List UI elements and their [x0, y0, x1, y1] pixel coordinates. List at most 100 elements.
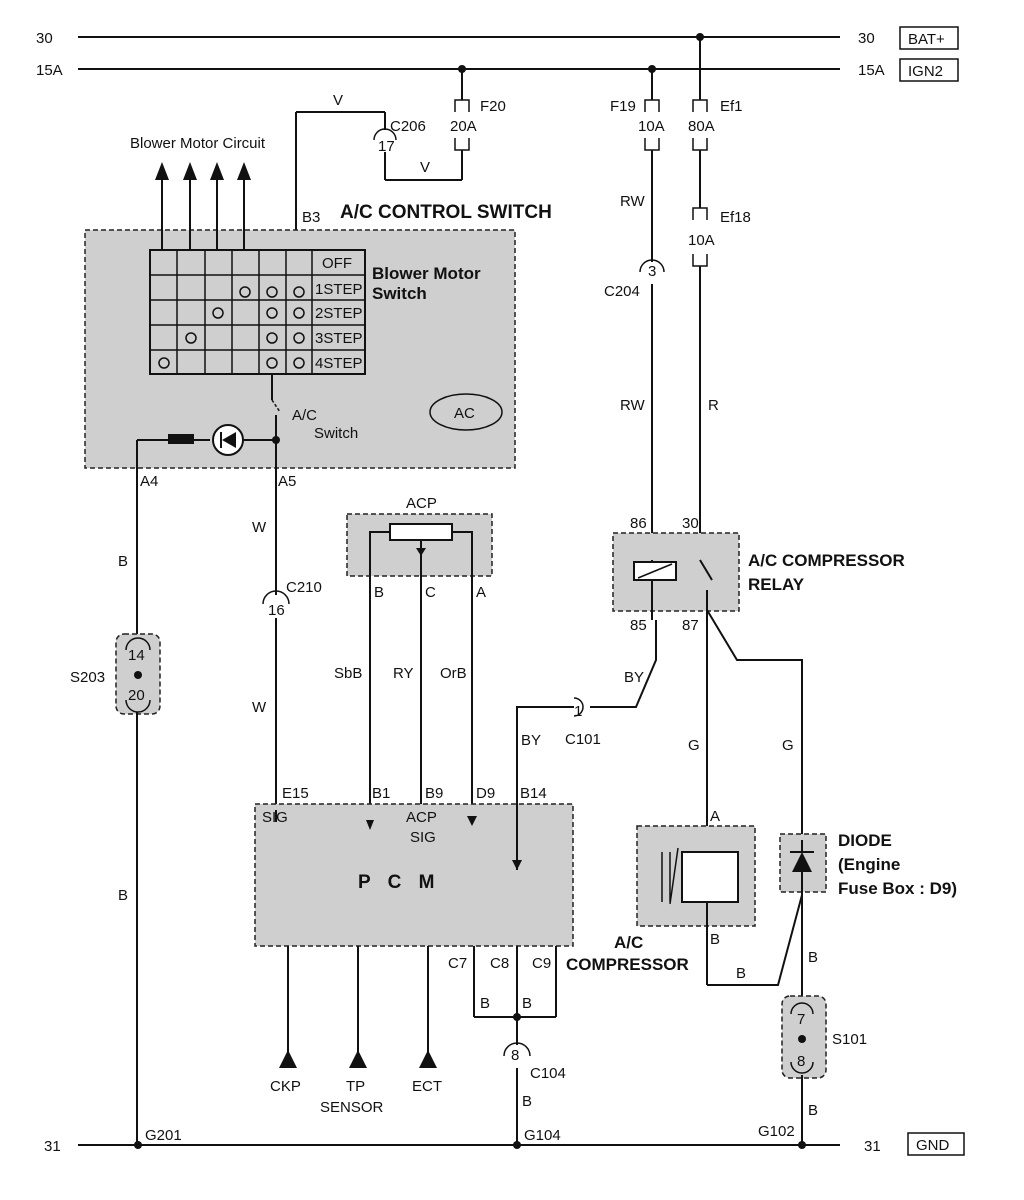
sensor-tp-1: TP — [346, 1078, 365, 1095]
fuse-f19-rating: 10A — [638, 118, 665, 135]
rail-30-right: 30 — [858, 30, 875, 47]
wire-w-lower: W — [252, 699, 267, 716]
connector-c104-label: C104 — [530, 1065, 566, 1082]
connector-c206-label: C206 — [390, 118, 426, 135]
resistor-icon — [168, 434, 194, 444]
connector-c204 — [639, 259, 665, 273]
pin-b9: B9 — [425, 785, 443, 802]
splice-s203-label: S203 — [70, 669, 105, 686]
ground-g102: G102 — [758, 1123, 795, 1140]
connector-c204-pin: 3 — [648, 263, 656, 280]
ign-tag-box — [899, 58, 959, 82]
wire-b-diode: B — [808, 949, 818, 966]
pin-c8: C8 — [490, 955, 509, 972]
wire-g-left: G — [688, 737, 700, 754]
connector-c104 — [503, 1042, 531, 1057]
rail-30-left: 30 — [36, 30, 53, 47]
gnd-tag: GND — [916, 1137, 950, 1154]
connector-c104-pin: 8 — [511, 1047, 519, 1064]
led-icon — [212, 424, 244, 456]
ac-switch-label-2: Switch — [314, 425, 358, 442]
tp-arrow-icon — [349, 1050, 367, 1068]
ign-tag: IGN2 — [908, 63, 943, 80]
wire-b-c8: B — [480, 995, 490, 1012]
connector-c101-pin: 1 — [574, 703, 582, 720]
relay-pin-86: 86 — [630, 515, 647, 532]
wire-b-c9: B — [522, 995, 532, 1012]
ac-control-switch-title: A/C CONTROL SWITCH — [340, 202, 552, 223]
switch-position-1step: 1STEP — [315, 281, 363, 298]
ground-g104: G104 — [524, 1127, 561, 1144]
blower-switch-label-1: Blower Motor — [372, 264, 481, 283]
wire-by-pcm-label: BY — [521, 732, 541, 749]
connector-c206-pin: 17 — [378, 138, 395, 155]
blower-arrow-icon — [183, 162, 197, 250]
fuse-f19-symbol — [644, 99, 660, 112]
pin-a5: A5 — [278, 473, 296, 490]
blower-switch-label-2: Switch — [372, 284, 427, 303]
compressor-clutch-icon — [681, 851, 739, 903]
splice-s101-pin-bottom: 8 — [797, 1053, 805, 1070]
connector-c210-label: C210 — [286, 579, 322, 596]
blower-switch-grid — [149, 249, 366, 375]
splice-s203-pin-bottom: 20 — [128, 687, 145, 704]
sensor-ckp: CKP — [270, 1078, 301, 1095]
fuse-ef1-name: Ef1 — [720, 98, 743, 115]
pin-b1: B1 — [372, 785, 390, 802]
blower-arrow-icon — [210, 162, 224, 250]
switch-position-3step: 3STEP — [315, 330, 363, 347]
wire-v-lower: V — [420, 159, 430, 176]
relay-pin-85: 85 — [630, 617, 647, 634]
wire-ry: RY — [393, 665, 414, 682]
ground-g201: G201 — [145, 1127, 182, 1144]
blower-arrow-icon — [155, 162, 169, 250]
pin-d9: D9 — [476, 785, 495, 802]
connector-c204-label: C204 — [604, 283, 640, 300]
pcm-title: P C M — [358, 872, 440, 893]
pcm-acp-sig-1: ACP — [406, 809, 437, 826]
acp-title: ACP — [406, 495, 437, 512]
clutch-coil-icon — [661, 847, 679, 905]
splice-s101-label: S101 — [832, 1031, 867, 1048]
wire-w-upper: W — [252, 519, 267, 536]
compressor-pin-a: A — [710, 808, 720, 825]
fuse-f20-name: F20 — [480, 98, 506, 115]
switch-position-off: OFF — [322, 255, 352, 272]
sensor-tp-2: SENSOR — [320, 1099, 384, 1116]
acp-pin-b: B — [374, 584, 384, 601]
fuse-ef1-symbol — [692, 99, 708, 112]
relay-pin-87: 87 — [682, 617, 699, 634]
wire-by-pcm — [516, 706, 574, 870]
relay-title-1: A/C COMPRESSOR — [748, 551, 905, 570]
gnd-tag-box — [907, 1132, 965, 1156]
compressor-pin-b: B — [710, 931, 720, 948]
blower-motor-circuit-label: Blower Motor Circuit — [130, 135, 266, 152]
ac-control-switch-box — [84, 229, 516, 469]
diode-title: DIODE — [838, 831, 892, 850]
wire-by-relay: BY — [624, 669, 644, 686]
wire-b-compressor: B — [736, 965, 746, 982]
rail-31-right: 31 — [864, 1138, 881, 1155]
ac-indicator — [429, 393, 503, 431]
acp-sensor-icon — [389, 523, 453, 541]
wire-sbb: SbB — [334, 665, 362, 682]
relay-title-2: RELAY — [748, 575, 805, 594]
rail-31-left: 31 — [44, 1138, 61, 1155]
ac-switch-label-1: A/C — [292, 407, 317, 424]
diode-line2: (Engine — [838, 855, 900, 874]
pin-c9: C9 — [532, 955, 551, 972]
rail-15a-left: 15A — [36, 62, 63, 79]
pcm-sig: SIG — [262, 809, 288, 826]
ac-badge: AC — [454, 405, 475, 422]
connector-c101-label: C101 — [565, 731, 601, 748]
fuse-f19-name: F19 — [610, 98, 636, 115]
switch-position-4step: 4STEP — [315, 355, 363, 372]
splice-s203-pin-top: 14 — [128, 647, 145, 664]
wire-b-left-upper: B — [118, 553, 128, 570]
wire-b-left-lower: B — [118, 887, 128, 904]
ckp-arrow-icon — [279, 1050, 297, 1068]
connector-c210 — [262, 590, 290, 605]
connector-c101 — [573, 697, 584, 717]
compressor-title-1: A/C — [614, 933, 643, 952]
